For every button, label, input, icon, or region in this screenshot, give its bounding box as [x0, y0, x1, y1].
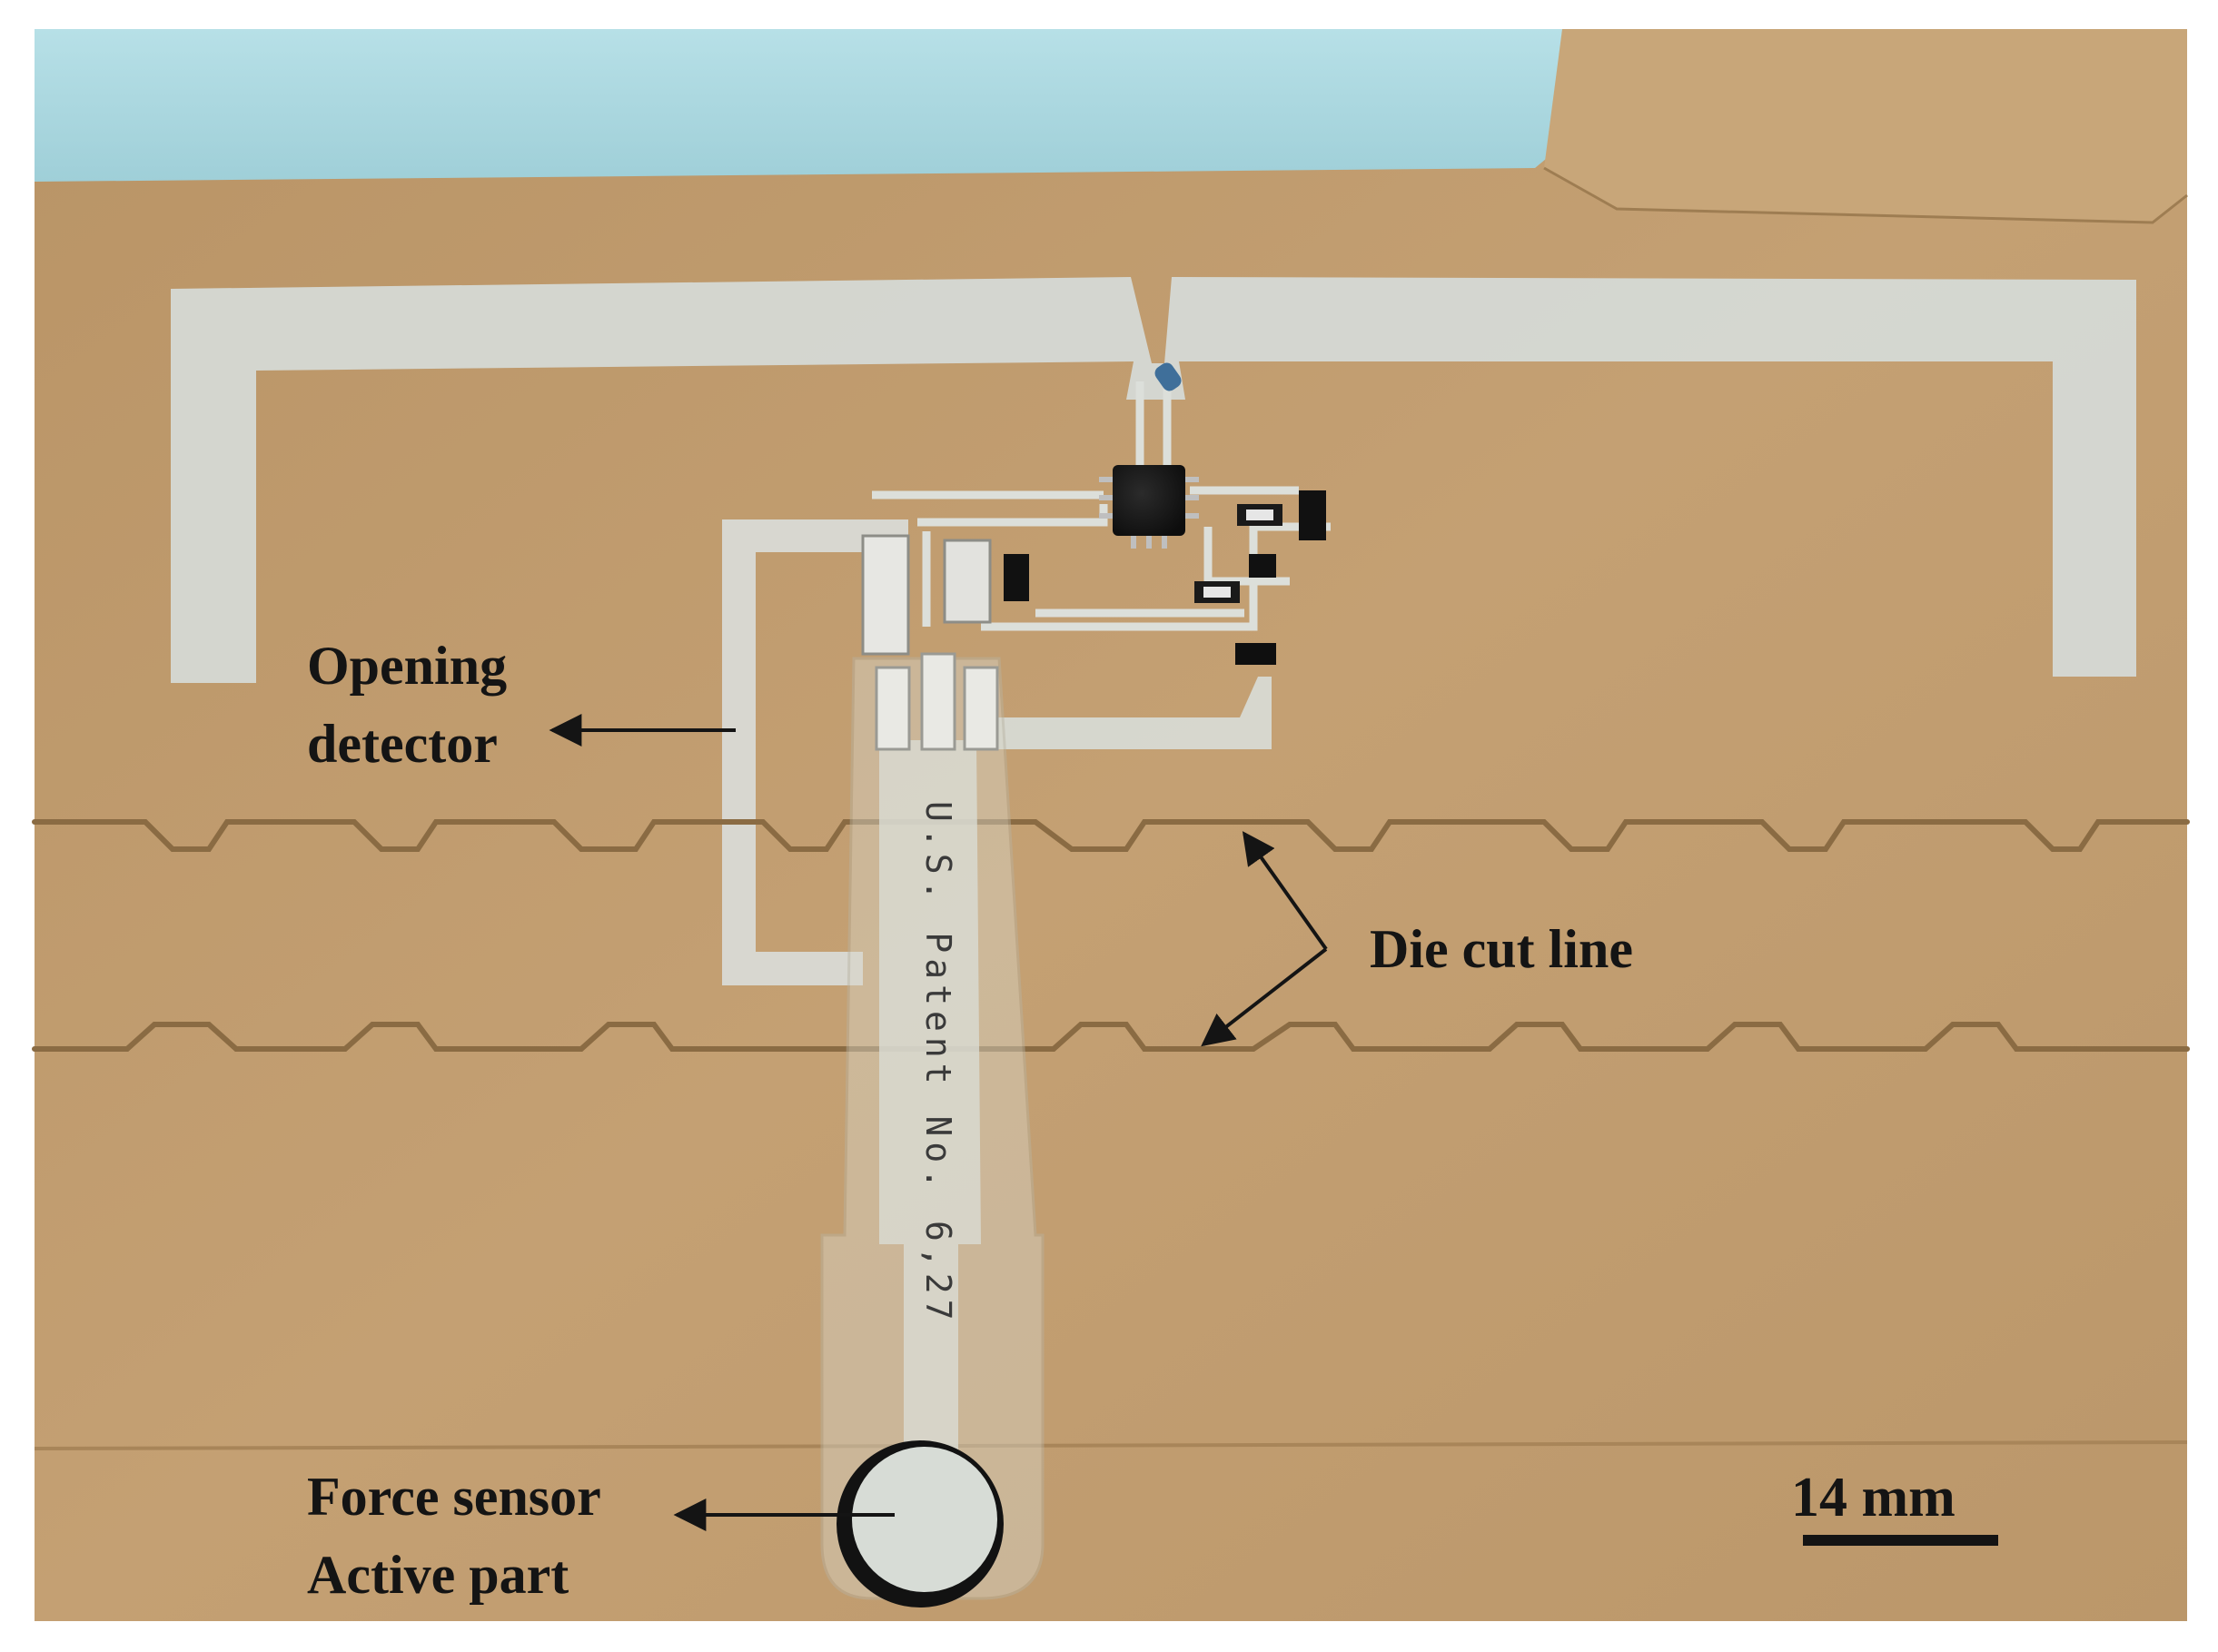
scale-bar — [1803, 1535, 1998, 1546]
connector-block — [861, 534, 910, 656]
sensor-tail-text: U.S. Patent No. 6,27 — [918, 801, 958, 1326]
connector-pins — [875, 652, 999, 751]
fold-crease — [34, 1440, 2188, 1450]
force-sensor-conductor — [879, 740, 981, 1480]
label-force-sensor: Force sensor Active part — [307, 1458, 601, 1614]
background-wall — [35, 29, 1562, 182]
die-cut-line-lower — [32, 1022, 2190, 1052]
antenna-trace — [171, 277, 2136, 683]
opening-detector-trace — [722, 519, 908, 985]
label-opening-line-2: detector — [307, 714, 498, 774]
label-force-line-2: Active part — [307, 1545, 569, 1605]
smd-components — [1004, 362, 1326, 665]
label-opening-detector: Opening detector — [307, 627, 507, 783]
sensor-connection-trace — [995, 677, 1272, 749]
die-cut-line-upper — [32, 819, 2190, 852]
annotation-arrows — [549, 714, 1328, 1531]
label-die-cut-line: Die cut line — [1370, 919, 1633, 979]
capacitor-block — [943, 539, 992, 624]
chip-pins — [1099, 477, 1199, 549]
cardboard-flap — [1544, 29, 2187, 223]
force-sensor-active-area — [852, 1447, 997, 1592]
flap-edge — [1543, 166, 2188, 224]
label-force-line-1: Force sensor — [307, 1467, 601, 1527]
microcontroller-chip-icon — [1113, 465, 1185, 536]
label-opening-line-1: Opening — [307, 636, 508, 696]
scale-bar-label: 14 mm — [1791, 1467, 1956, 1528]
